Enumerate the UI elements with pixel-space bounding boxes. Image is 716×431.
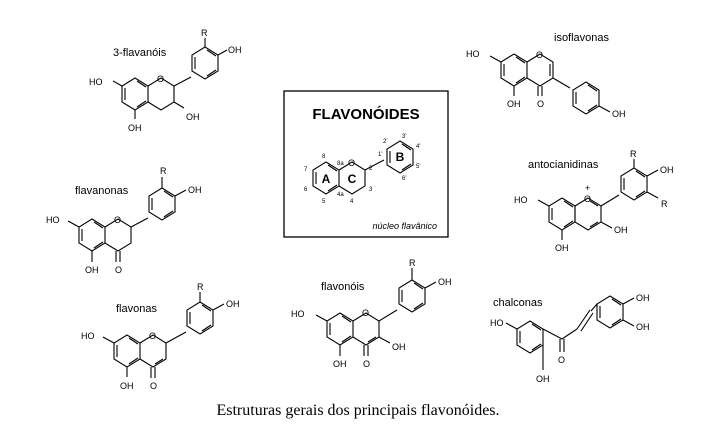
group-ring-o: O — [149, 331, 156, 341]
position-4p: 4' — [416, 144, 420, 150]
group-r: R — [197, 282, 204, 292]
group-oh: OH — [660, 165, 674, 175]
group-oh: OH — [636, 322, 650, 332]
group-oh: OH — [186, 112, 200, 122]
group-oh: OH — [226, 299, 240, 309]
ring-label-a: A — [322, 172, 331, 186]
position-3: 3 — [369, 187, 373, 193]
position-5p: 5' — [416, 164, 420, 170]
ring-label-c: C — [348, 172, 357, 186]
group-carbonyl-o: O — [537, 99, 544, 109]
group-oh: OH — [438, 277, 452, 287]
group-ring-o: O — [157, 74, 164, 84]
group-charge-plus: + — [585, 183, 590, 193]
position-8a: 8a — [337, 161, 344, 167]
group-carbonyl-o: O — [558, 355, 565, 365]
core-note: núcleo flavânico — [372, 221, 437, 231]
structure-flavanonas — [67, 177, 187, 262]
position-8: 8 — [322, 154, 326, 160]
position-1p: 1' — [378, 152, 382, 158]
group-ho: HO — [291, 309, 305, 319]
group-oh: OH — [128, 123, 142, 133]
group-carbonyl-o: O — [150, 381, 157, 391]
group-oh: OH — [120, 381, 134, 391]
label-3-flavanols: 3-flavanóis — [113, 47, 167, 59]
group-oh: OH — [333, 359, 347, 369]
group-oh: OH — [555, 243, 569, 253]
group-carbonyl-o: O — [115, 265, 122, 275]
label-chalconas: chalconas — [493, 297, 543, 309]
group-ho: HO — [46, 215, 60, 225]
group-ho: HO — [466, 49, 480, 59]
position-7: 7 — [304, 167, 308, 173]
group-ring-o: O — [536, 50, 543, 60]
label-flavanonas: flavanonas — [75, 185, 129, 197]
structure-chalconas — [505, 295, 635, 370]
position-5: 5 — [322, 199, 326, 205]
group-oh: OH — [392, 342, 406, 352]
position-4a: 4a — [337, 192, 344, 198]
group-oh: OH — [612, 109, 626, 119]
group-oh: OH — [507, 99, 521, 109]
position-6p: 6' — [402, 176, 406, 182]
structure-flavonois — [315, 268, 437, 356]
label-isoflavonas: isoflavonas — [554, 32, 610, 44]
group-r: R — [409, 258, 416, 268]
label-flavonas: flavonas — [116, 303, 157, 315]
position-6: 6 — [304, 187, 308, 193]
group-oh: OH — [188, 185, 202, 195]
position-2p: 2' — [383, 139, 387, 145]
structure-isoflavonas — [489, 53, 611, 115]
group-oh: OH — [614, 225, 628, 235]
group-oh: OH — [636, 293, 650, 303]
group-r: R — [160, 166, 167, 176]
group-ho: HO — [81, 331, 95, 341]
position-4: 4 — [350, 199, 354, 205]
group-r: R — [201, 28, 208, 38]
structure-3-flavanols — [112, 38, 228, 119]
group-ring-o: O — [114, 215, 121, 225]
structure-flavonas — [102, 292, 225, 378]
group-r: R — [630, 149, 637, 159]
group-ho: HO — [490, 318, 504, 328]
core-structure-box — [283, 90, 449, 238]
group-ring-o: O — [362, 308, 369, 318]
structure-core-flavan — [312, 140, 414, 195]
group-ho: HO — [514, 195, 528, 205]
core-title: FLAVONÓIDES — [312, 105, 419, 123]
position-2: 2 — [369, 166, 373, 172]
group-ring-o: O — [348, 158, 355, 168]
group-ring-o: O — [584, 194, 591, 204]
group-ho: HO — [89, 77, 103, 87]
group-oh: OH — [228, 45, 242, 55]
group-r: R — [661, 199, 668, 209]
ring-label-b: B — [396, 150, 405, 164]
position-3p: 3' — [402, 134, 406, 140]
group-oh: OH — [85, 265, 99, 275]
group-oh: OH — [536, 374, 550, 384]
structure-antocianidinas — [537, 159, 659, 240]
group-carbonyl-o: O — [363, 359, 370, 369]
label-antocianidinas: antocianidinas — [528, 159, 599, 171]
figure-caption: Estruturas gerais dos principais flavonó… — [216, 402, 500, 419]
label-flavonois: flavonóis — [321, 281, 365, 293]
